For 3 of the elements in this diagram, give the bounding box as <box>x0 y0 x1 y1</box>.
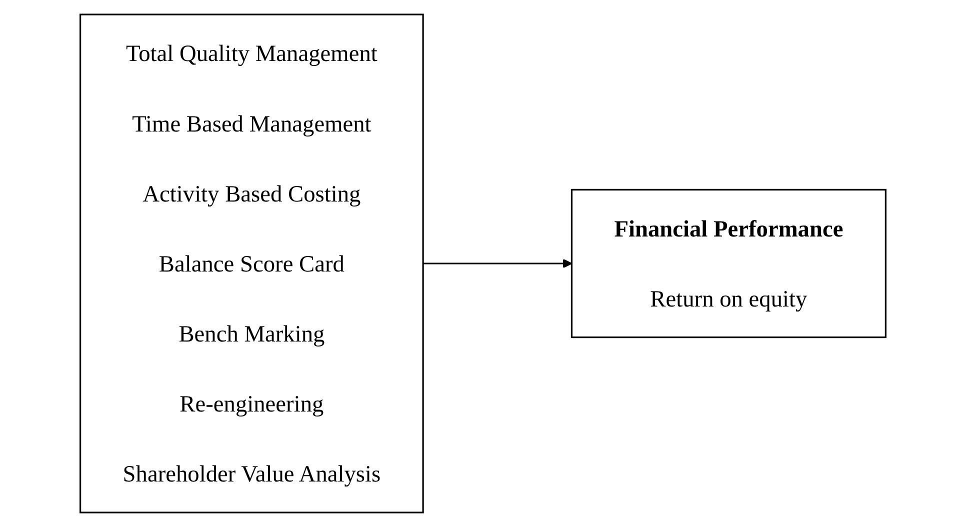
node-box: Financial Performance Return on equity <box>570 188 886 338</box>
node-box: Total Quality Management Time Based Management Activity Based Costing Balance Score Card Bench Marking Re-engineering Shareholder Value Analysis <box>80 14 424 514</box>
arrow <box>423 258 572 268</box>
